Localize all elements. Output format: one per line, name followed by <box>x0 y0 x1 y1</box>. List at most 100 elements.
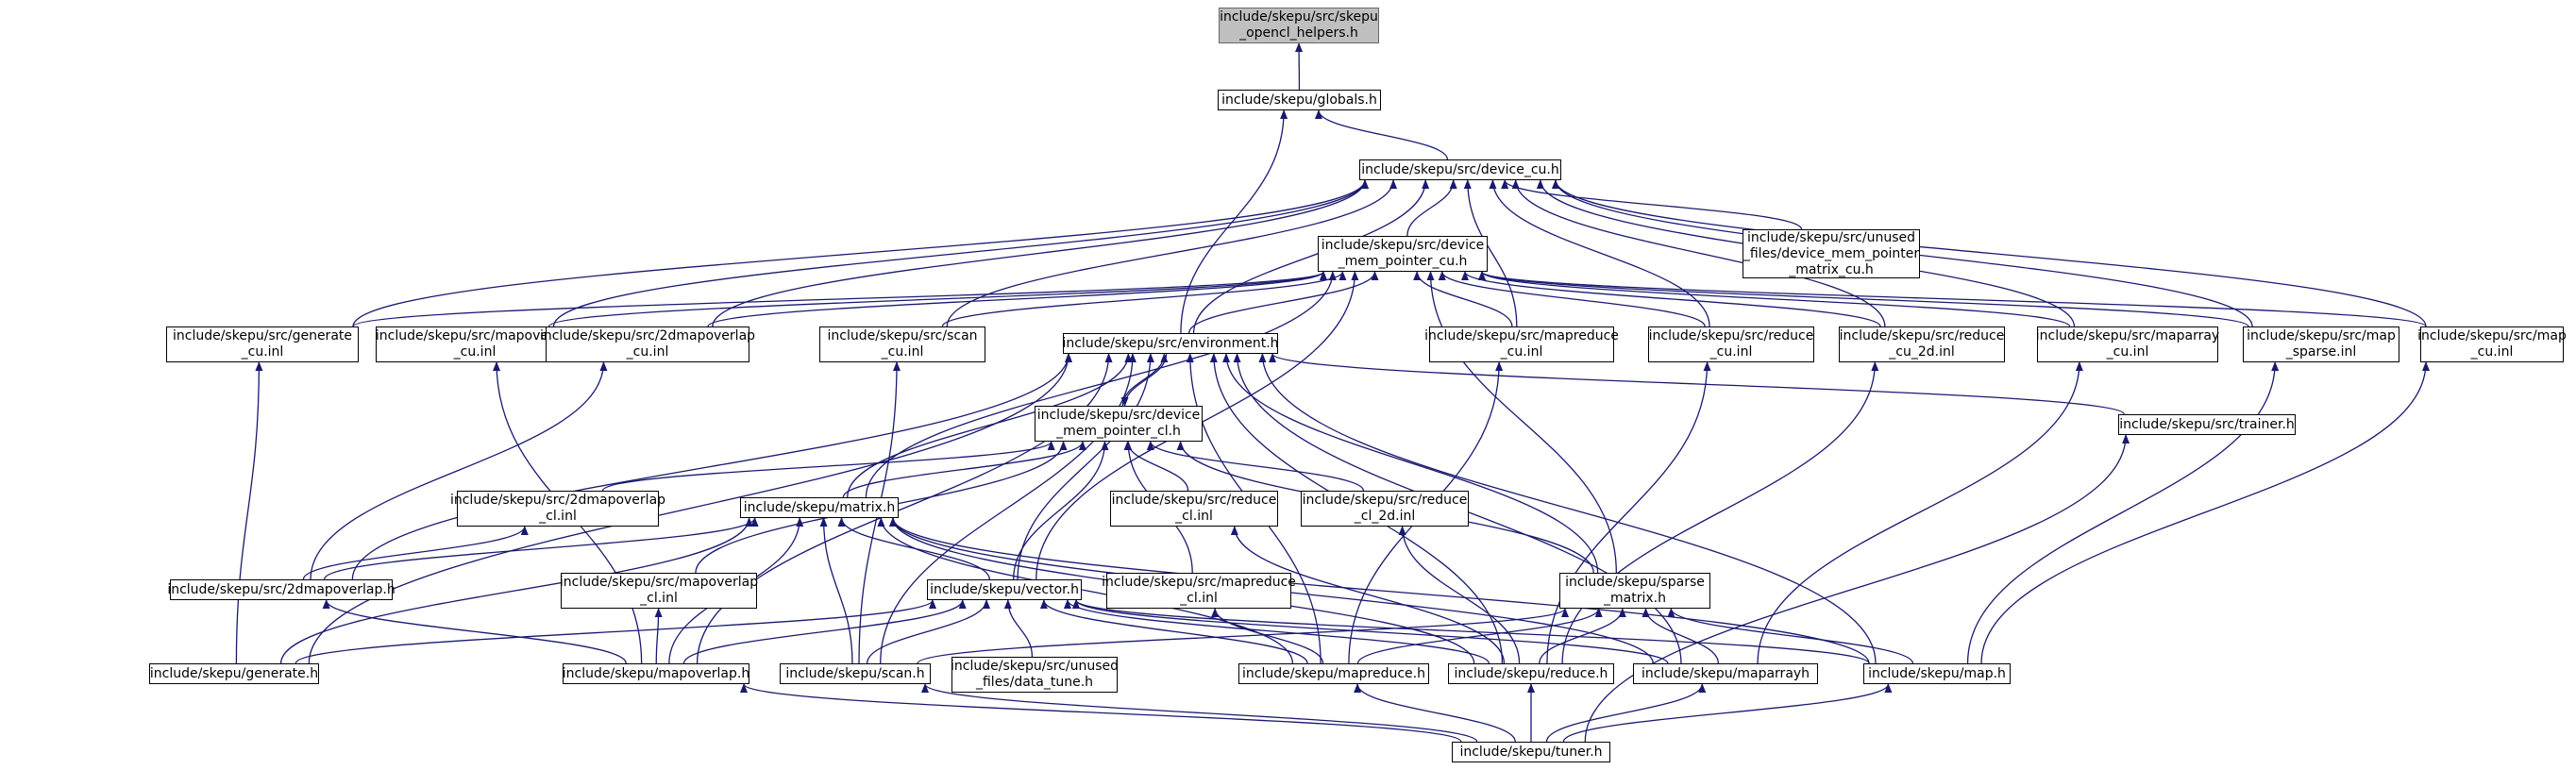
edge-reduce-to-sparse <box>1539 608 1626 664</box>
node-reduce-h[interactable]: include/skepu/reduce.h <box>1448 663 1614 684</box>
edge-2dmov-to-matrix <box>323 517 759 580</box>
edge-unused_dt-to-vector <box>1003 599 1034 658</box>
edge-mapreduce-to-matrix <box>877 517 1294 664</box>
edge-generate-to-env <box>308 353 1072 664</box>
node-generate-h[interactable]: include/skepu/generate.h <box>149 663 319 684</box>
edge-2dmovcu-to-dmpcu <box>707 271 1327 327</box>
edge-mapovcu-to-devcu <box>552 179 1369 327</box>
edge-trainer-to-env <box>1269 353 2125 415</box>
edge-map-to-mapcu <box>1980 361 2430 664</box>
edge-dmpcu-to-devcu <box>1406 179 1457 237</box>
node-maparray-cu-inl[interactable]: include/skepu/src/maparray _cu.inl <box>2036 326 2219 362</box>
node-sparse-matrix-h[interactable]: include/skepu/sparse _matrix.h <box>1559 573 1710 609</box>
node-map-sparse-inl[interactable]: include/skepu/src/map _sparse.inl <box>2243 326 2399 362</box>
node-reduce-cl-inl[interactable]: include/skepu/src/reduce _cl.inl <box>1110 491 1278 527</box>
edge-sparse-to-dmpcu <box>1426 271 1617 574</box>
node-device-cu-h[interactable]: include/skepu/src/device_cu.h <box>1359 159 1561 180</box>
node-mapreduce-cl-inl[interactable]: include/skepu/src/mapreduce _cl.inl <box>1102 573 1296 609</box>
node-trainer-h[interactable]: include/skepu/src/trainer.h <box>2118 414 2296 435</box>
edge-mapcu-to-devcu <box>1552 179 2427 327</box>
edge-mapredcu-to-devcu <box>1463 179 1518 327</box>
node-map-cu-inl[interactable]: include/skepu/src/map _cu.inl <box>2417 326 2567 362</box>
edge-mapovcu-to-dmpcu <box>547 271 1327 327</box>
edge-env-to-dmpcu <box>1188 271 1379 334</box>
node-reduce-cu-2d-inl[interactable]: include/skepu/src/reduce _cu_2d.inl <box>1839 326 2005 362</box>
edge-mapsparse-to-dmpcu <box>1478 271 2249 327</box>
edge-reduce-to-red2dcl <box>1398 526 1521 664</box>
node-2dmapoverlap-h[interactable]: include/skepu/src/2dmapoverlap.h <box>167 579 396 600</box>
edge-vector-to-env <box>1017 353 1154 580</box>
edge-reduce-to-vector <box>1064 599 1490 664</box>
edge-scancu-to-dmpcu <box>941 271 1347 327</box>
edge-tuner-to-mapreduce <box>1354 683 1516 743</box>
edge-gencu-to-devcu <box>352 179 1369 327</box>
edge-tuner-to-mapoverlap <box>740 683 1462 743</box>
node-scan-cu-inl[interactable]: include/skepu/src/scan _cu.inl <box>819 326 985 362</box>
node-2dmapoverlap-cl-inl[interactable]: include/skepu/src/2dmapoverlap _cl.inl <box>450 491 665 527</box>
edge-env-to-globals <box>1180 109 1288 334</box>
node-map-h[interactable]: include/skepu/map.h <box>1863 663 2011 684</box>
edge-maparray-to-vector <box>1072 599 1669 664</box>
node-matrix-h[interactable]: include/skepu/matrix.h <box>740 497 899 518</box>
node-unused-device-mem-pointer-matrix-cu-h[interactable]: include/skepu/src/unused _files/device_m… <box>1743 229 1920 278</box>
node-mapoverlap-h[interactable]: include/skepu/mapoverlap.h <box>563 663 749 684</box>
edge-red2dcu-to-devcu <box>1511 179 1886 327</box>
edge-reduce-to-redcl <box>1230 526 1506 664</box>
edge-vector-to-dmpcl <box>1013 441 1109 580</box>
edge-mapreduce-to-vector <box>1039 599 1308 664</box>
node-2dmapoverlap-cu-inl[interactable]: include/skepu/src/2dmapoverlap _cu.inl <box>540 326 755 362</box>
edge-map-to-vector <box>1072 599 1870 664</box>
edge-env-to-dmpcl <box>1120 353 1168 407</box>
edge-tuner-to-trainer <box>1584 434 2130 743</box>
edge-2dmovcu-to-devcu <box>712 179 1369 327</box>
edge-map-to-env <box>1258 353 1877 664</box>
edge-redcu-to-dmpcu <box>1438 271 1706 327</box>
edge-reduce-to-redcu <box>1546 361 1711 664</box>
node-vector-h[interactable]: include/skepu/vector.h <box>927 579 1082 600</box>
dependency-edges <box>235 42 2430 743</box>
edge-tuner-to-scan <box>921 683 1478 743</box>
node-maparray-h[interactable]: include/skepu/maparrayh <box>1633 663 1818 684</box>
node-skepu-opencl-helpers-h: include/skepu/src/skepu _opencl_helpers.… <box>1219 8 1379 43</box>
edge-maparrcu-to-dmpcu <box>1478 271 2071 327</box>
edge-mapredcu-to-dmpcu <box>1413 271 1513 327</box>
edge-matrix-to-dmpcl <box>842 441 1086 498</box>
node-device-mem-pointer-cu-h[interactable]: include/skepu/src/device _mem_pointer_cu… <box>1318 236 1488 272</box>
node-mapoverlap-cu-inl[interactable]: include/skepu/src/mapoverlap _cu.inl <box>376 326 574 362</box>
node-device-mem-pointer-cl-h[interactable]: include/skepu/src/device _mem_pointer_cl… <box>1035 406 1203 442</box>
edge-map-to-matrix <box>889 517 1870 664</box>
edge-tuner-to-maparray <box>1545 683 1707 743</box>
node-environment-h[interactable]: include/skepu/src/environment.h <box>1062 333 1279 354</box>
node-scan-h[interactable]: include/skepu/scan.h <box>780 663 931 684</box>
edge-env-to-devcu <box>1192 179 1430 334</box>
node-reduce-cu-inl[interactable]: include/skepu/src/reduce _cu.inl <box>1648 326 1814 362</box>
edge-sparse-to-env <box>1222 353 1599 574</box>
edge-unused_dmp-to-devcu <box>1501 179 1803 230</box>
edge-mapoverlap-to-mapovcl <box>654 608 663 664</box>
edge-maparray-to-maparrcu <box>1757 361 2083 664</box>
node-unused-data-tune-h[interactable]: include/skepu/src/unused _files/data_tun… <box>951 657 1119 693</box>
node-mapreduce-cu-inl[interactable]: include/skepu/src/mapreduce _cu.inl <box>1424 326 1619 362</box>
edge-redcl-to-dmpcl <box>1123 441 1189 492</box>
edge-2dmov-to-2dmovcu <box>310 361 608 580</box>
edge-red2dcl-to-dmpcl <box>1146 441 1365 492</box>
node-mapoverlap-cl-inl[interactable]: include/skepu/src/mapoverlap _cl.inl <box>560 573 758 609</box>
node-globals-h[interactable]: include/skepu/globals.h <box>1218 90 1381 110</box>
node-generate-cu-inl[interactable]: include/skepu/src/generate _cu.inl <box>166 326 359 362</box>
edge-mapoverlap-to-2dmov <box>322 599 627 664</box>
node-mapreduce-h[interactable]: include/skepu/mapreduce.h <box>1238 663 1429 684</box>
edge-matrix-to-dmpcu <box>865 271 1337 498</box>
edge-scan-to-env <box>880 353 1136 664</box>
edge-generate-to-matrix <box>279 517 753 664</box>
edge-redcu-to-devcu <box>1489 179 1710 327</box>
edge-map-to-mapsparse <box>1966 361 2280 664</box>
edge-red2dcu-to-dmpcu <box>1461 271 1881 327</box>
edge-maparray-to-sparse <box>1642 608 1719 664</box>
edge-reduce-to-red2dcu <box>1561 361 1879 664</box>
edge-gencu-to-dmpcu <box>352 271 1327 327</box>
edge-mapcu-to-dmpcu <box>1478 271 2427 327</box>
node-reduce-cl-2d-inl[interactable]: include/skepu/src/reduce _cl_2d.inl <box>1301 491 1469 527</box>
edge-generate-to-gencu <box>235 361 263 664</box>
node-tuner-h[interactable]: include/skepu/tuner.h <box>1452 742 1610 762</box>
